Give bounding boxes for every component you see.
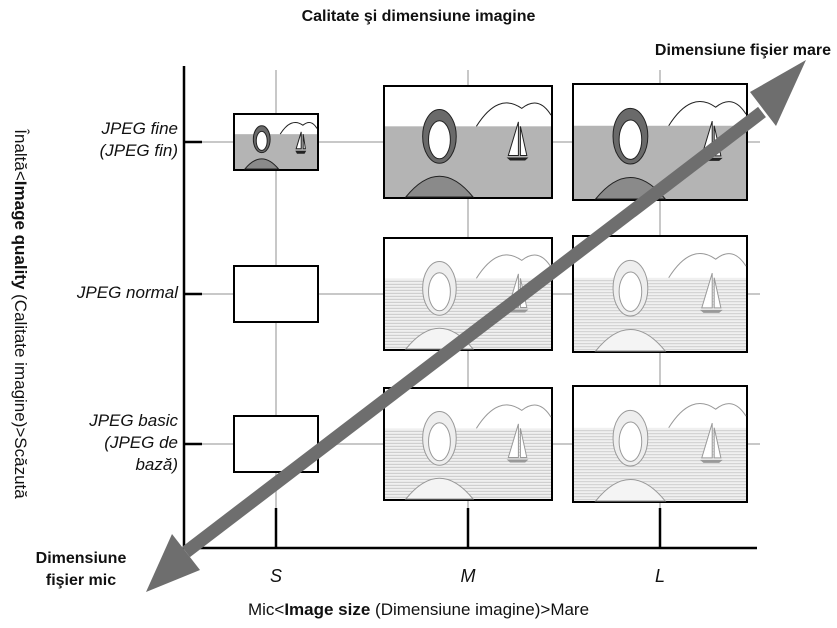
thumbnail-fine-s — [233, 113, 319, 171]
row-label-basic-line1: JPEG basic — [89, 411, 178, 430]
large-file-size-label: Dimensiune fişier mare — [654, 42, 831, 59]
x-axis-high: Mare — [550, 600, 590, 619]
row-label-basic-line3: bază) — [135, 455, 178, 474]
thumbnail-basic-m — [383, 387, 553, 501]
row-label-fine-line2: (JPEG fin) — [99, 141, 178, 160]
row-label-normal-line1: JPEG normal — [76, 283, 178, 302]
x-axis-title: Mic<Image size (Dimensiune imagine)>Mare — [0, 600, 837, 620]
x-axis-name: Image size — [284, 600, 371, 619]
thumbnail-normal-l — [572, 235, 748, 353]
thumbnail-normal-s — [233, 265, 319, 323]
axes — [182, 66, 757, 550]
small-file-size-label: Dimensiune fişier mic — [6, 548, 156, 592]
row-label-normal: JPEG normal — [58, 282, 178, 304]
row-label-basic-line2: (JPEG de — [104, 433, 178, 452]
file-size-arrow — [146, 60, 806, 592]
row-label-fine-line1: JPEG fine — [101, 119, 178, 138]
column-label-m: M — [460, 566, 476, 586]
row-label-basic: JPEG basic (JPEG de bază) — [58, 410, 178, 476]
y-axis-title: Înaltă<Image quality (Calitate imagine)>… — [10, 14, 30, 614]
thumbnail-fine-m — [383, 85, 553, 199]
row-label-fine: JPEG fine (JPEG fin) — [58, 118, 178, 162]
small-file-label-line1: Dimensiune — [35, 550, 127, 567]
arrow-head-large — [750, 60, 806, 126]
arrow-shaft — [182, 106, 766, 558]
small-file-label-line2: fişier mic — [45, 572, 117, 589]
column-label-l: L — [654, 566, 665, 586]
diagram-title: Calitate şi dimensiune imagine — [301, 8, 536, 25]
y-axis-name: Image quality — [11, 180, 30, 290]
arrow-head-small — [146, 534, 200, 592]
thumbnail-basic-l — [572, 385, 748, 503]
y-axis-low: Scăzută — [11, 437, 30, 499]
x-axis-low: Mic< — [247, 600, 285, 619]
column-label-s: S — [269, 566, 282, 586]
x-axis-translation: (Dimensiune imagine)> — [370, 600, 551, 619]
y-axis-translation: (Calitate imagine)> — [11, 289, 30, 438]
thumbnail-grid — [233, 83, 748, 503]
y-axis-high: Înaltă< — [11, 129, 30, 181]
